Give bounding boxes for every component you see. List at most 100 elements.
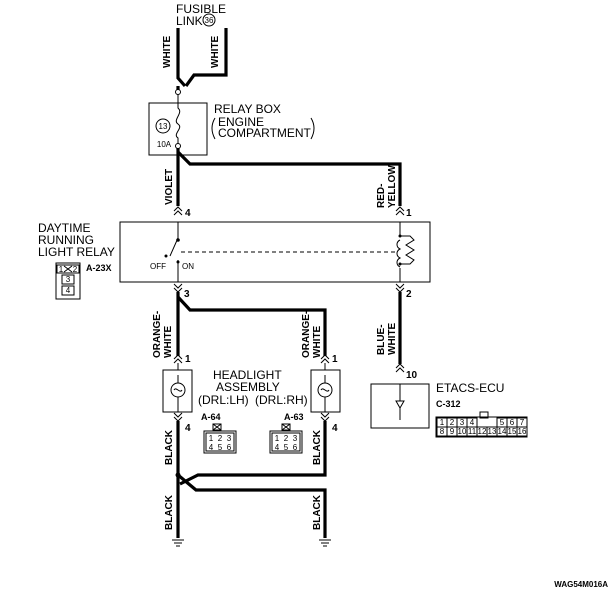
etacs-pin-label: 4 <box>470 418 475 427</box>
relay-box-paren-right <box>310 117 315 140</box>
fuse-terminal-bottom <box>175 143 181 149</box>
rh-connector-body <box>269 430 303 454</box>
relay-box-paren-left <box>211 117 216 140</box>
headlight-rh-filament <box>320 388 330 392</box>
drl-connector-pin-1: 1 <box>59 265 64 274</box>
lh-connector-body <box>203 430 237 454</box>
wire-label-blue: BLUE- <box>376 324 387 355</box>
fusible-link-label-2: LINK <box>176 14 203 28</box>
headlight-lh-filament <box>173 388 183 392</box>
lh-pin-6: 6 <box>227 443 232 452</box>
etacs-pin-label: 1 <box>440 418 445 427</box>
etacs-connector-lock <box>479 411 489 419</box>
terminal-arrow-3 <box>173 283 183 293</box>
drl-connector-row1 <box>56 264 80 274</box>
rh-pin-3: 3 <box>293 434 298 443</box>
drl-connector-pin-4: 4 <box>66 286 71 295</box>
pin-label-rh-4: 4 <box>332 423 338 434</box>
rh-connector-inner <box>271 432 301 452</box>
fusible-link-label: FUSIBLE <box>176 2 226 16</box>
wire-label-yellow: YELLOW <box>387 165 398 208</box>
wire-label-violet: VIOLET <box>164 169 175 205</box>
rh-pin-6: 6 <box>293 443 298 452</box>
ground-symbol-rh <box>319 539 331 547</box>
drl-connector-pin-3: 3 <box>66 275 71 284</box>
drl-relay: DAYTIME RUNNING LIGHT RELAY A-23X 1 2 3 … <box>38 221 431 300</box>
wire-label-black-rh-2: BLACK <box>312 494 323 530</box>
lh-connector-lock <box>212 423 222 431</box>
drl-connector-pin-2: 2 <box>73 265 78 274</box>
lh-connector-x <box>212 423 222 431</box>
headlight-lh-connector-face: 1 2 3 4 5 6 <box>203 423 237 454</box>
fuse-terminal-top <box>175 89 181 95</box>
fuse-symbol <box>175 92 181 146</box>
wire-label-white-rh: WHITE <box>312 325 323 358</box>
lh-connector-inner <box>205 432 235 452</box>
drl-relay-name-2: RUNNING <box>38 233 94 247</box>
lh-pin-3: 3 <box>227 434 232 443</box>
rh-pin-5: 5 <box>284 443 289 452</box>
wire-label-orange-rh: ORANGE- <box>301 311 312 358</box>
etacs-pin-label: 5 <box>500 418 505 427</box>
relay-off-label: OFF <box>150 262 166 271</box>
wire-black-rh <box>179 421 327 486</box>
relay-box-fuse-rating: 10A <box>157 140 172 149</box>
relay-box: 13 10A RELAY BOX ENGINE COMPARTMENT <box>148 89 315 156</box>
relay-switch-contacts <box>169 222 179 282</box>
etacs-pin-label: 13 <box>488 427 497 436</box>
terminal-arrow-lh-1 <box>173 354 183 364</box>
fusible-link-number-circle <box>202 13 216 27</box>
ground-junction <box>175 472 181 478</box>
etacs-pin-label: 10 <box>458 427 467 436</box>
wire-label-white-blue: WHITE <box>387 322 398 355</box>
pin-label-3: 3 <box>184 289 190 300</box>
rh-pin-2: 2 <box>284 434 289 443</box>
wire-white-right <box>184 28 228 87</box>
wire-white-left <box>176 28 187 88</box>
headlight-title-1: HEADLIGHT <box>213 368 282 382</box>
fusible-link-number: 36 <box>205 16 214 25</box>
etacs-input-symbol <box>395 384 405 420</box>
headlight-rh-label: (DRL:RH) <box>255 393 308 407</box>
terminal-arrow-2 <box>395 283 405 293</box>
headlight-assembly: HEADLIGHT ASSEMBLY (DRL:LH) (DRL:RH) A-6… <box>162 368 341 454</box>
drl-relay-name-3: LIGHT RELAY <box>38 245 115 259</box>
wire-label-white-2: WHITE <box>210 35 221 68</box>
etacs-pin-label: 15 <box>508 427 517 436</box>
terminal-arrow-rh-4 <box>320 412 330 422</box>
relay-box-location-2: COMPARTMENT <box>218 126 312 140</box>
wire-label-black-lh-2: BLACK <box>164 494 175 530</box>
etacs-connector: C-312 <box>436 399 461 409</box>
pin-label-1: 1 <box>406 208 412 219</box>
headlight-lh-connector: A-64 <box>201 412 221 422</box>
terminal-arrow-rh-1 <box>320 354 330 364</box>
ground-rh-lines <box>319 539 331 547</box>
etacs-pin-label: 2 <box>450 418 455 427</box>
pin-label-lh-4: 4 <box>185 423 191 434</box>
etacs-pin-label: 8 <box>440 427 445 436</box>
etacs-pin-label: 12 <box>478 427 487 436</box>
wire-label-black-lh-1: BLACK <box>164 429 175 465</box>
wire-label-white-lh: WHITE <box>163 325 174 358</box>
terminal-arrow-4 <box>173 206 183 216</box>
drl-relay-name-1: DAYTIME <box>38 221 90 235</box>
drl-relay-frame <box>119 221 431 283</box>
lh-pin-1: 1 <box>209 434 214 443</box>
rh-pin-1: 1 <box>275 434 280 443</box>
headlight-rh-connector: A-63 <box>284 412 304 422</box>
headlight-title-2: ASSEMBLY <box>216 380 280 394</box>
fusible-link: FUSIBLE LINK 36 <box>176 2 226 28</box>
ground-lh-lines <box>172 539 184 547</box>
drl-connector-x-mark <box>63 265 73 273</box>
drl-connector-face <box>55 262 81 300</box>
headlight-rh-connector-face: 1 2 3 4 5 6 <box>269 423 303 454</box>
etacs-pin-label: 6 <box>510 418 515 427</box>
wire-black-ground-rh <box>176 473 327 538</box>
etacs-pin-cell <box>516 426 528 437</box>
wire-label-black-rh-1: BLACK <box>312 429 323 465</box>
relay-box-title: RELAY BOX <box>214 102 281 116</box>
etacs-pin-label: 7 <box>520 418 525 427</box>
relay-coil-node-bottom <box>398 262 402 266</box>
